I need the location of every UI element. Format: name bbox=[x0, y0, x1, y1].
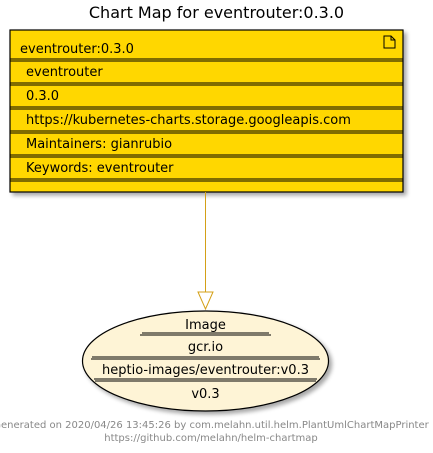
image-node: Image gcr.io heptio-images/eventrouter:v… bbox=[81, 310, 330, 412]
chart-node: eventrouter:0.3.0 eventrouter 0.3.0 http… bbox=[9, 29, 404, 193]
chart-row-version: 0.3.0 bbox=[26, 89, 59, 104]
image-row-repository: heptio-images/eventrouter:v0.3 bbox=[102, 363, 309, 378]
image-row-tag: v0.3 bbox=[191, 387, 219, 402]
image-node-header: Image bbox=[185, 318, 226, 333]
diagram-title: Chart Map for eventrouter:0.3.0 bbox=[89, 3, 344, 22]
chart-node-header: eventrouter:0.3.0 bbox=[20, 42, 134, 57]
image-row-registry: gcr.io bbox=[188, 340, 223, 355]
chart-row-name: eventrouter bbox=[26, 65, 103, 80]
footer-generated: Generated on 2020/04/26 13:45:26 by com.… bbox=[0, 420, 430, 431]
dependency-arrow bbox=[197, 192, 214, 311]
image-node-ellipse bbox=[81, 310, 330, 412]
chart-row-repo-url: https://kubernetes-charts.storage.google… bbox=[26, 113, 351, 128]
chart-node-box bbox=[9, 29, 404, 193]
chart-row-keywords: Keywords: eventrouter bbox=[26, 161, 174, 176]
footer-url: https://github.com/melahn/helm-chartmap bbox=[104, 433, 318, 444]
chart-row-maintainers: Maintainers: gianrubio bbox=[26, 137, 172, 152]
document-icon bbox=[383, 35, 396, 49]
